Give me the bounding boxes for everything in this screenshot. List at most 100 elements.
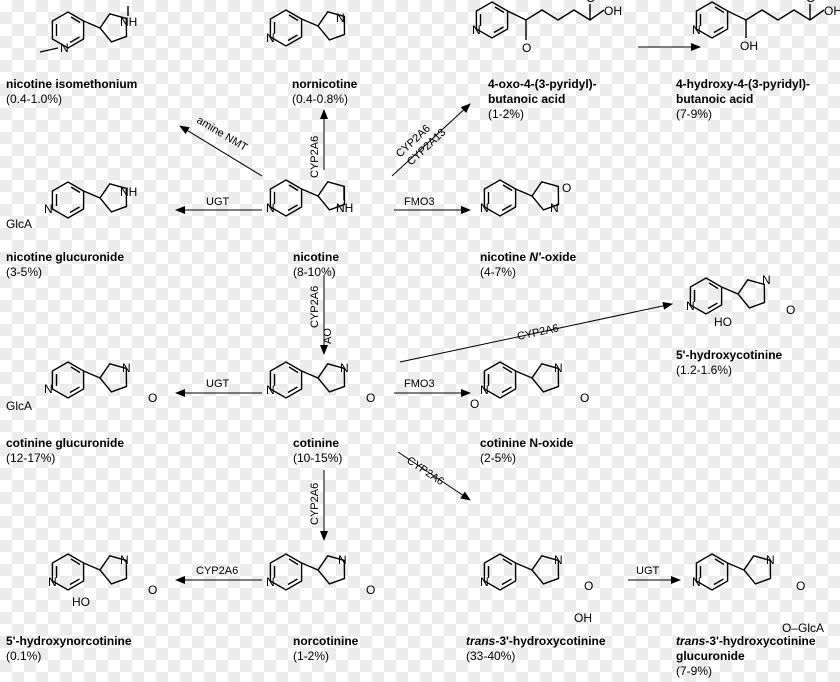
svg-text:N: N	[480, 575, 489, 589]
name-trans-glucuronide-line2: glucuronide	[676, 649, 745, 663]
svg-text:O: O	[806, 0, 815, 5]
svg-text:O: O	[366, 391, 375, 405]
label-5-hydroxynorcotinine: 5'-hydroxynorcotinine (0.1%)	[6, 634, 132, 664]
enzyme-cyp2a6-cotinine: CYP2A6	[309, 286, 321, 328]
svg-text:HO: HO	[72, 595, 90, 609]
pct-oxo-acid: (1-2%)	[488, 107, 525, 121]
name-nicotine: nicotine	[293, 250, 340, 264]
structure-5-hydroxynorcotinine: N N HO O	[48, 550, 157, 609]
name-trans-glucuronide-line1: trans-3'-hydroxycotinine	[676, 634, 816, 648]
structure-5-hydroxycotinine: N N HO O	[686, 273, 795, 329]
label-nicotine-isomethonium: nicotine isomethonium (0.4-1.0%)	[6, 77, 137, 107]
svg-text:O: O	[786, 303, 795, 317]
enzyme-cyp2a6-5hydroxy: CYP2A6	[516, 322, 560, 343]
svg-text:N: N	[336, 11, 345, 25]
svg-text:O: O	[522, 41, 531, 55]
svg-text:N: N	[692, 575, 701, 589]
pct-trans-glucuronide: (7-9%)	[676, 664, 713, 678]
svg-text:O: O	[796, 579, 805, 593]
svg-text:O: O	[584, 579, 593, 593]
svg-text:O: O	[580, 391, 589, 405]
svg-text:O–GlcA: O–GlcA	[782, 621, 824, 635]
svg-text:N: N	[266, 383, 275, 397]
enzyme-cyp2a6-norcotinine: CYP2A6	[309, 483, 321, 525]
pct-cotinine-glucuronide: (12-17%)	[6, 451, 56, 465]
svg-text:N: N	[338, 553, 347, 567]
structure-cotinine: N N O	[266, 358, 375, 405]
svg-text:N: N	[554, 553, 563, 567]
svg-text:OH: OH	[604, 4, 622, 18]
pct-nornicotine: (0.4-0.8%)	[292, 92, 349, 106]
svg-text:O: O	[562, 181, 571, 195]
svg-text:GlcA: GlcA	[6, 399, 32, 413]
pct-nicotine: (8-10%)	[293, 265, 336, 279]
label-cotinine-glucuronide: cotinine glucuronide (12-17%)	[6, 436, 124, 466]
pct-5-hydroxynorcotinine: (0.1%)	[6, 649, 42, 663]
name-cotinine-glucuronide: cotinine glucuronide	[6, 436, 125, 450]
structure-nicotine-glucuronide: N GlcA NH	[6, 178, 137, 231]
name-5-hydroxycotinine: 5'-hydroxycotinine	[676, 348, 783, 362]
enzyme-cyp2a6-nornicotine: CYP2A6	[309, 136, 321, 178]
pct-cotinine-n-oxide: (2-5%)	[480, 451, 517, 465]
svg-text:N: N	[692, 23, 701, 37]
structure-trans-hydroxycotinine: N N O OH	[480, 550, 593, 625]
name-oxo-acid-line2: butanoic acid	[488, 92, 566, 106]
pct-nicotine-n-oxide: (4-7%)	[480, 265, 517, 279]
structure-hydroxy-acid: N OH O OH	[692, 0, 840, 53]
svg-text:NH: NH	[336, 201, 353, 215]
svg-text:N: N	[60, 41, 69, 55]
structure-nicotine: N NH	[266, 176, 353, 217]
svg-text:O: O	[366, 583, 375, 597]
name-nicotine-n-oxide: nicotine N'-oxide	[480, 250, 577, 264]
pct-hydroxy-acid: (7-9%)	[676, 107, 713, 121]
enzyme-fmo3-nicotine: FMO3	[404, 196, 435, 208]
enzyme-ugt-cotinine: UGT	[206, 378, 230, 390]
svg-text:OH: OH	[574, 611, 592, 625]
pct-nicotine-glucuronide: (3-5%)	[6, 265, 43, 279]
arrow-to-trans-hydroxycotinine	[397, 451, 471, 501]
structure-norcotinine: N N O	[266, 550, 375, 597]
svg-text:N: N	[340, 361, 349, 375]
name-nicotine-glucuronide: nicotine glucuronide	[6, 250, 125, 264]
enzyme-cyp2a6-trans: CYP2A6	[404, 455, 446, 489]
name-oxo-acid-line1: 4-oxo-4-(3-pyridyl)-	[488, 77, 597, 91]
label-norcotinine: norcotinine (1-2%)	[293, 634, 358, 664]
name-hydroxy-acid-line2: butanoic acid	[676, 92, 754, 106]
arrow-to-isomethonium	[179, 125, 263, 177]
svg-text:N: N	[122, 361, 131, 375]
label-hydroxy-acid: 4-hydroxy-4-(3-pyridyl)- butanoic acid (…	[676, 77, 810, 122]
structure-nicotine-isomethonium: N NH	[39, 6, 137, 55]
svg-text:O: O	[148, 583, 157, 597]
label-cotinine-n-oxide: cotinine N-oxide (2-5%)	[480, 436, 573, 466]
svg-text:N: N	[48, 575, 57, 589]
pct-trans-hydroxycotinine: (33-40%)	[466, 649, 516, 663]
label-nicotine: nicotine (8-10%)	[293, 250, 339, 280]
label-5-hydroxycotinine: 5'-hydroxycotinine (1.2-1.6%)	[676, 348, 782, 378]
svg-text:N: N	[686, 299, 695, 313]
enzyme-ugt-trans: UGT	[636, 565, 660, 577]
svg-text:OH: OH	[740, 39, 758, 53]
label-nornicotine: nornicotine (0.4-0.8%)	[292, 77, 357, 107]
label-nicotine-glucuronide: nicotine glucuronide (3-5%)	[6, 250, 124, 280]
label-trans-glucuronide: trans-3'-hydroxycotinine glucuronide (7-…	[676, 634, 816, 679]
pct-cotinine: (10-15%)	[293, 451, 343, 465]
svg-text:O: O	[148, 391, 157, 405]
svg-text:N: N	[44, 202, 53, 216]
svg-text:OH: OH	[824, 4, 840, 18]
name-nicotine-isomethonium: nicotine isomethonium	[6, 77, 138, 91]
name-trans-hydroxycotinine: trans-3'-hydroxycotinine	[466, 634, 606, 648]
enzyme-cyp2a6-hydroxynor: CYP2A6	[196, 565, 238, 577]
enzyme-ao-cotinine: AO	[322, 328, 334, 344]
structure-oxo-acid: N O O OH	[472, 0, 622, 55]
label-oxo-acid: 4-oxo-4-(3-pyridyl)- butanoic acid (1-2%…	[488, 77, 597, 122]
structure-cotinine-glucuronide: N GlcA N O	[6, 358, 157, 413]
label-cotinine: cotinine (10-15%)	[293, 436, 342, 466]
arrow-to-oxo-acid	[391, 103, 471, 177]
name-cotinine: cotinine	[293, 436, 340, 450]
svg-text:N: N	[120, 553, 129, 567]
pct-norcotinine: (1-2%)	[293, 649, 330, 663]
svg-text:O: O	[470, 397, 479, 411]
name-hydroxy-acid-line1: 4-hydroxy-4-(3-pyridyl)-	[676, 77, 811, 91]
structure-nicotine-n-oxide: N N O	[480, 176, 571, 217]
